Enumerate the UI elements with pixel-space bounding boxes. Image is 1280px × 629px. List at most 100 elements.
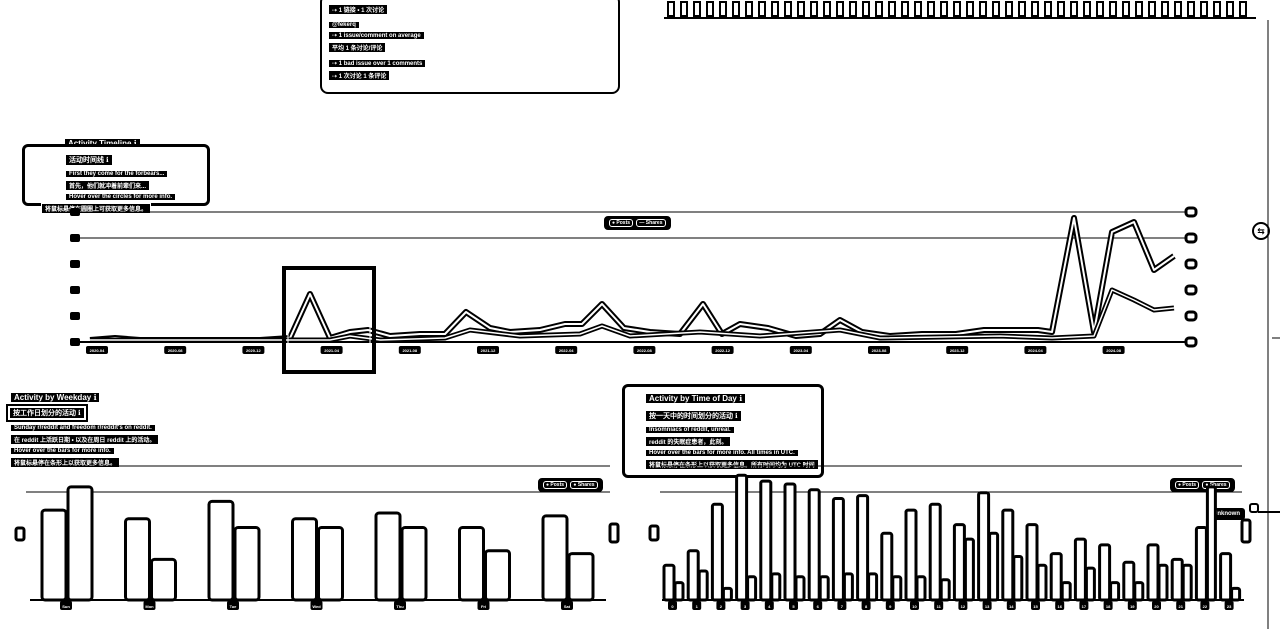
strip-tick <box>797 1 805 17</box>
legend-item-shares[interactable]: ● Shares <box>570 481 598 489</box>
legend-item-shares[interactable]: — Shares <box>636 219 666 227</box>
x-tick-label: Sun <box>62 604 70 609</box>
weekday-line: 在 reddit 上活跃日期 • 以及在周日 reddit 上的活动。 <box>10 434 160 445</box>
bar-shares <box>794 575 806 602</box>
y-tick-left <box>70 234 80 242</box>
x-tick-label: 2 <box>720 604 723 609</box>
x-tick-label: 2020-08 <box>168 348 183 353</box>
bar-posts <box>759 479 773 602</box>
bar-posts <box>40 508 68 602</box>
bar-shares <box>1230 586 1242 602</box>
y-tick-left <box>70 260 80 268</box>
x-tick-label: 15 <box>1033 604 1038 609</box>
legend-item-posts[interactable]: ● Posts <box>1175 481 1200 489</box>
strip-tick <box>1005 1 1013 17</box>
y-tick-right <box>1184 310 1198 322</box>
strip-tick <box>823 1 831 17</box>
strip-tick <box>1083 1 1091 17</box>
bar-shares <box>1157 563 1169 602</box>
timeline-line: Hover over the circles for more info. <box>65 193 177 201</box>
bar-posts <box>1049 552 1063 602</box>
bar-posts <box>928 502 942 602</box>
bar-posts <box>904 508 918 602</box>
top-info-lines: ⇢ 1 链接 • 1 次讨论 @fekerq ⇢ 1 issue/comment… <box>328 2 427 83</box>
strip-tick <box>953 1 961 17</box>
strip-tick <box>849 1 857 17</box>
x-tick-pill <box>716 601 726 610</box>
strip-tick <box>1096 1 1104 17</box>
top-info-line: ⇢ 1 issue/comment on average <box>328 31 425 40</box>
bar-posts <box>856 494 870 602</box>
x-tick-pill <box>813 601 823 610</box>
strip-tick <box>1148 1 1156 17</box>
strip-tick <box>693 1 701 17</box>
bar-posts <box>1219 552 1233 602</box>
bar-shares <box>1133 581 1145 602</box>
bar-posts <box>1194 526 1208 602</box>
x-tick-label: 2022-12 <box>715 348 730 353</box>
timeline-info-panel: 活动时间线 ℹ First they come for the forbears… <box>22 144 210 214</box>
y-tick-left <box>70 338 80 346</box>
top-info-line: ⇢ 1 bad issue over 1 comments <box>328 59 427 68</box>
x-tick-pill <box>837 601 847 610</box>
x-tick-pill <box>910 601 919 610</box>
x-tick-label: 2021-08 <box>402 348 417 353</box>
strip-tick <box>784 1 792 17</box>
bar-posts <box>710 502 724 602</box>
timeofday-line: Insomniacs of reddit, unreal. <box>645 426 735 434</box>
bar-shares <box>66 485 94 602</box>
strip-tick <box>1226 1 1234 17</box>
x-tick-pill <box>692 601 702 610</box>
strip-tick <box>732 1 740 17</box>
strip-tick <box>1174 1 1182 17</box>
x-tick-pill <box>143 601 156 610</box>
weekday-legend[interactable]: ● Posts ● Shares <box>538 478 603 492</box>
y-tick-right <box>1184 284 1198 296</box>
series-line-posts-outline <box>89 215 1176 343</box>
x-tick-label: Thu <box>396 604 404 609</box>
y-tick-left <box>70 208 80 216</box>
bar-posts <box>952 523 966 602</box>
bar-posts <box>207 499 235 602</box>
x-tick-pill <box>242 346 265 354</box>
legend-item-posts[interactable]: ● Posts <box>543 481 568 489</box>
bar-shares <box>915 575 927 602</box>
highlight-box <box>282 266 376 374</box>
legend-item-posts[interactable]: ● Posts <box>609 219 634 227</box>
x-tick-label: Tue <box>230 604 238 609</box>
strip-tick <box>1135 1 1143 17</box>
bar-shares <box>842 572 854 602</box>
x-tick-label: 2023-04 <box>793 348 808 353</box>
series-line-posts <box>89 217 1175 341</box>
timeline-legend[interactable]: ● Posts — Shares <box>604 216 671 230</box>
timeofday-legend[interactable]: ● Posts ● Shares <box>1170 478 1235 492</box>
x-tick-pill <box>477 346 499 354</box>
bar-shares <box>891 575 903 602</box>
x-tick-label: 17 <box>1082 604 1087 609</box>
strip-tick <box>1031 1 1039 17</box>
x-tick-pill <box>861 601 871 610</box>
strip-tick <box>1018 1 1026 17</box>
weekday-info-panel: 按工作日划分的活动 ℹ Sunday r/reddit and freedom … <box>6 402 160 470</box>
swap-button[interactable]: ⇆ <box>1252 222 1270 240</box>
bar-shares <box>400 526 428 602</box>
bar-shares <box>746 575 758 602</box>
bar-shares <box>867 572 879 602</box>
x-tick-label: 2022-04 <box>559 348 574 353</box>
x-tick-label: Wed <box>312 604 321 609</box>
strip-tick <box>810 1 818 17</box>
strip-tick <box>1213 1 1221 17</box>
y-axis-pill <box>14 526 26 542</box>
x-tick-label: 16 <box>1057 604 1062 609</box>
x-tick-label: 2024-08 <box>1106 348 1121 353</box>
highlight-box-inner <box>287 271 371 369</box>
bar-shares <box>818 575 830 602</box>
top-info-panel: ⇢ 1 链接 • 1 次讨论 @fekerq ⇢ 1 issue/comment… <box>320 0 620 94</box>
bar-posts <box>1122 560 1136 602</box>
bar-shares <box>1012 555 1024 602</box>
strip-tick <box>940 1 948 17</box>
weekday-line: 将鼠标悬停在条形上以获取更多信息。 <box>10 457 121 468</box>
